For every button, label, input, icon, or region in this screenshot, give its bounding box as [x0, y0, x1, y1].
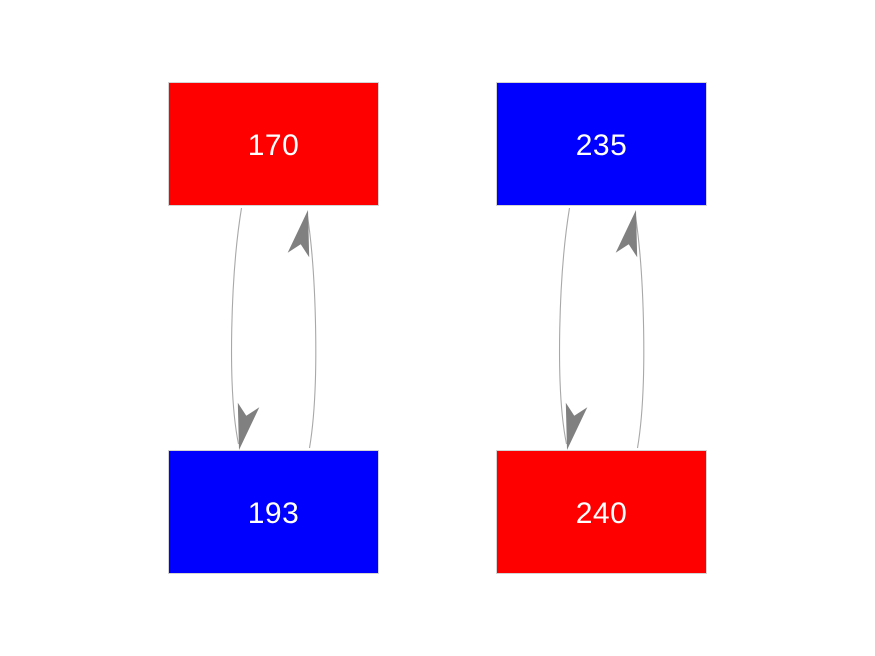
edge-line: [306, 215, 317, 449]
edge-170-to-193[interactable]: [228, 207, 260, 452]
edge-235-to-240[interactable]: [556, 207, 588, 452]
arrowhead-up-icon: [287, 210, 310, 258]
node-193[interactable]: 193: [168, 450, 379, 574]
edge-line: [634, 215, 645, 449]
arrowhead-up-icon: [615, 210, 638, 258]
node-240[interactable]: 240: [496, 450, 707, 574]
edge-line: [231, 207, 243, 445]
edge-240-to-235[interactable]: [615, 208, 647, 449]
node-label: 235: [575, 129, 628, 162]
arrowhead-down-icon: [565, 402, 588, 450]
node-label: 240: [575, 497, 628, 530]
node-label: 170: [247, 129, 300, 162]
arrowhead-down-icon: [237, 402, 260, 450]
node-235[interactable]: 235: [496, 82, 707, 206]
edge-193-to-170[interactable]: [287, 208, 319, 449]
edge-line: [559, 207, 571, 445]
node-170[interactable]: 170: [168, 82, 379, 206]
node-label: 193: [247, 497, 300, 530]
